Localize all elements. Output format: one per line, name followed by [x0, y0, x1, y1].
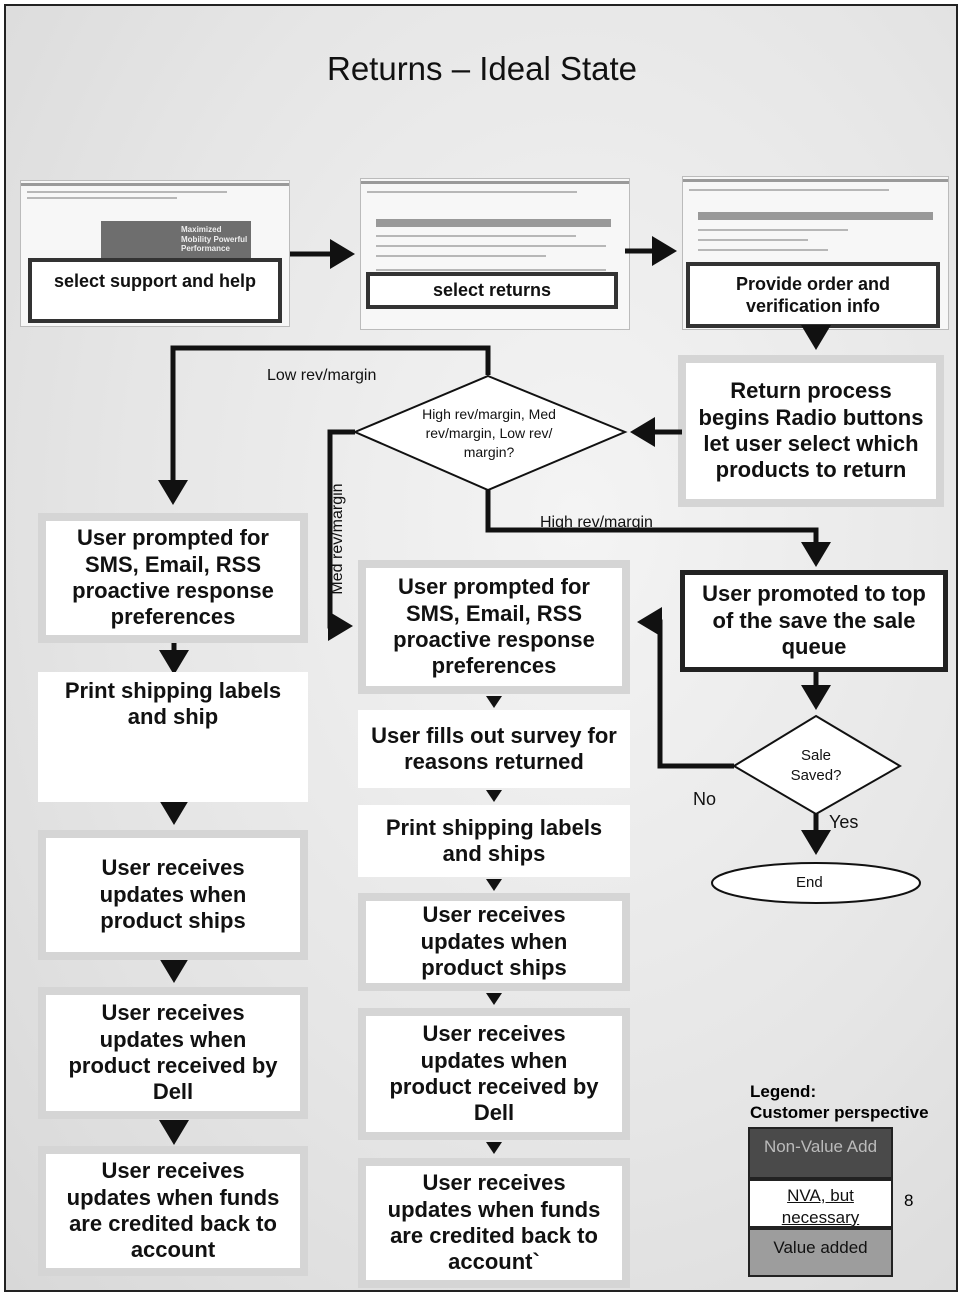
arrow-med-branch [327, 429, 355, 641]
label-high-branch: High rev/margin [540, 514, 653, 531]
return-process-label: Return process begins Radio buttons let … [698, 378, 924, 483]
left-updates-funds: User receives updates when funds are cre… [38, 1146, 308, 1276]
legend-non-value-add-label: Non-Value Add [763, 1137, 878, 1156]
left-updates-received-label: User receives updates when product recei… [68, 1000, 278, 1105]
left-updates-funds-label: User receives updates when funds are cre… [66, 1158, 280, 1263]
mid-updates-received-label: User receives updates when product recei… [389, 1021, 599, 1126]
mid-print-labels: Print shipping labels and ships [358, 805, 630, 877]
promoted-label: User promoted to top of the save the sal… [702, 581, 926, 660]
legend-nva-necessary-label: NVA, but necessary [781, 1186, 860, 1227]
step-select-returns: select returns [366, 272, 618, 309]
arrow-mid-4 [486, 993, 502, 1005]
sale-saved-diamond [732, 714, 902, 816]
mid-updates-funds: User receives updates when funds are cre… [358, 1158, 630, 1288]
promo-banner-text: Maximized Mobility Powerful Performance [181, 225, 248, 254]
step-select-support: select support and help [28, 258, 282, 323]
promoted-box: User promoted to top of the save the sal… [680, 570, 948, 672]
mid-updates-ships: User receives updates when product ships [358, 893, 630, 991]
mid-prompt-preferences-label: User prompted for SMS, Email, RSS proact… [393, 574, 595, 679]
arrow-high-branch [485, 490, 831, 567]
sale-saved-question: Sale Saved? [790, 747, 842, 785]
mid-survey-label: User fills out survey for reasons return… [371, 722, 617, 774]
mid-updates-received: User receives updates when product recei… [358, 1008, 630, 1140]
arrow-mid-2 [486, 790, 502, 802]
step-select-support-label: select support and help [53, 271, 257, 291]
legend-nva-necessary: NVA, but necessary [748, 1179, 893, 1228]
label-yes: Yes [829, 812, 859, 832]
legend-title: Legend: [750, 1082, 817, 1101]
legend-value-added: Value added [748, 1228, 893, 1277]
left-print-labels: Print shipping labels and ship [38, 672, 308, 802]
page-number: 8 [904, 1191, 914, 1210]
mid-updates-ships-label: User receives updates when product ships [420, 902, 568, 981]
step-select-returns-label: select returns [432, 280, 552, 300]
legend-non-value-add: Non-Value Add [748, 1127, 893, 1179]
label-med-branch: Med rev/margin [329, 483, 346, 595]
arrow-low-branch [158, 345, 491, 505]
arrow-mid-5 [486, 1142, 502, 1154]
decision-question: High rev/margin, Med rev/margin, Low rev… [422, 406, 556, 460]
end-label: End [796, 874, 823, 891]
label-low-branch: Low rev/margin [267, 367, 377, 384]
left-updates-received: User receives updates when product recei… [38, 987, 308, 1119]
mid-survey: User fills out survey for reasons return… [358, 710, 630, 788]
left-prompt-preferences: User prompted for SMS, Email, RSS proact… [38, 513, 308, 643]
arrow-mid-3 [486, 879, 502, 891]
left-print-labels-label: Print shipping labels and ship [64, 678, 282, 730]
arrow-no-loop [637, 607, 734, 769]
label-no: No [693, 789, 717, 809]
left-prompt-preferences-label: User prompted for SMS, Email, RSS proact… [72, 525, 274, 630]
legend-subtitle: Customer perspective [750, 1103, 929, 1122]
left-updates-ships-label: User receives updates when product ships [99, 855, 247, 934]
end-ellipse [711, 862, 921, 904]
arrow-mid-1 [486, 696, 502, 708]
left-updates-ships: User receives updates when product ships [38, 830, 308, 960]
mid-updates-funds-label: User receives updates when funds are cre… [387, 1170, 601, 1275]
legend-value-added-label: Value added [773, 1238, 868, 1257]
decision-diamond [352, 374, 628, 492]
mid-prompt-preferences: User prompted for SMS, Email, RSS proact… [358, 560, 630, 694]
return-process-box: Return process begins Radio buttons let … [678, 355, 944, 507]
page-title: Returns – Ideal State [326, 50, 638, 87]
step-order-info-label: Provide order and verification info [735, 273, 891, 317]
mid-print-labels-label: Print shipping labels and ships [385, 814, 603, 866]
